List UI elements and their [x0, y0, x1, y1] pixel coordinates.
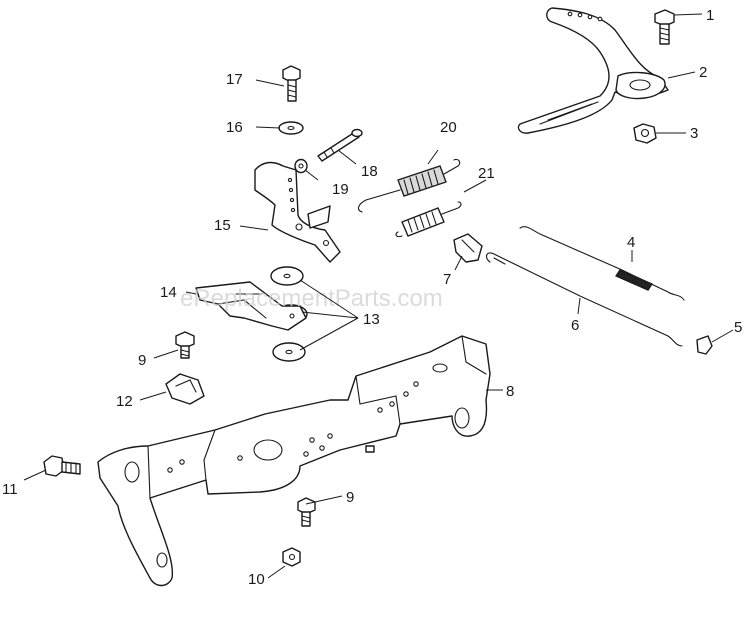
part-bolt-1: [654, 9, 675, 45]
callout-21: 21: [478, 165, 495, 182]
callout-17: 17: [226, 71, 243, 88]
callout-13: 13: [363, 311, 380, 328]
callout-7: 7: [443, 271, 451, 288]
part-control-lever: [517, 7, 669, 134]
part-nut-10: [282, 547, 301, 567]
part-rod-4: [519, 226, 685, 301]
part-bolt-11: [43, 455, 81, 477]
part-clamp-12: [165, 373, 205, 405]
callout-12: 12: [116, 393, 133, 410]
callout-10: 10: [248, 571, 265, 588]
part-spring-20: [357, 158, 461, 213]
callout-6: 6: [571, 317, 579, 334]
part-bolt-9-upper: [175, 331, 195, 359]
callout-14: 14: [160, 284, 177, 301]
callout-9-upper: 9: [138, 352, 146, 369]
callout-18: 18: [361, 163, 378, 180]
callout-4: 4: [627, 234, 635, 251]
watermark-text: eReplacementParts.com: [180, 285, 443, 312]
part-lever-15: [254, 161, 341, 263]
part-spring-21: [395, 201, 462, 238]
callout-2: 2: [699, 64, 707, 81]
part-nut-3: [633, 123, 657, 144]
callout-5: 5: [734, 319, 742, 336]
part-clip-7: [453, 233, 483, 263]
callout-16: 16: [226, 119, 243, 136]
part-bracket-14: [195, 281, 307, 331]
callout-3: 3: [690, 125, 698, 142]
callout-8: 8: [506, 383, 514, 400]
callout-15: 15: [214, 217, 231, 234]
callout-20: 20: [440, 119, 457, 136]
callout-9-lower: 9: [346, 489, 354, 506]
part-bolt-9-lower: [297, 497, 316, 527]
leader-lines: [23, 13, 734, 579]
callout-labels: 1 2 3 4 5 6 7 8 9 9 10 11 12 13 14 15 16…: [2, 7, 742, 588]
callout-19: 19: [332, 181, 349, 198]
part-rod-6: [485, 252, 683, 347]
callout-1: 1: [706, 7, 714, 24]
part-nut-19: [294, 158, 308, 174]
part-bracket-8: [97, 335, 491, 587]
callout-11: 11: [2, 481, 18, 498]
part-bolt-17: [282, 65, 301, 102]
part-clip-5: [696, 335, 713, 355]
part-pin-18: [317, 128, 363, 162]
part-washer-16: [278, 121, 304, 135]
